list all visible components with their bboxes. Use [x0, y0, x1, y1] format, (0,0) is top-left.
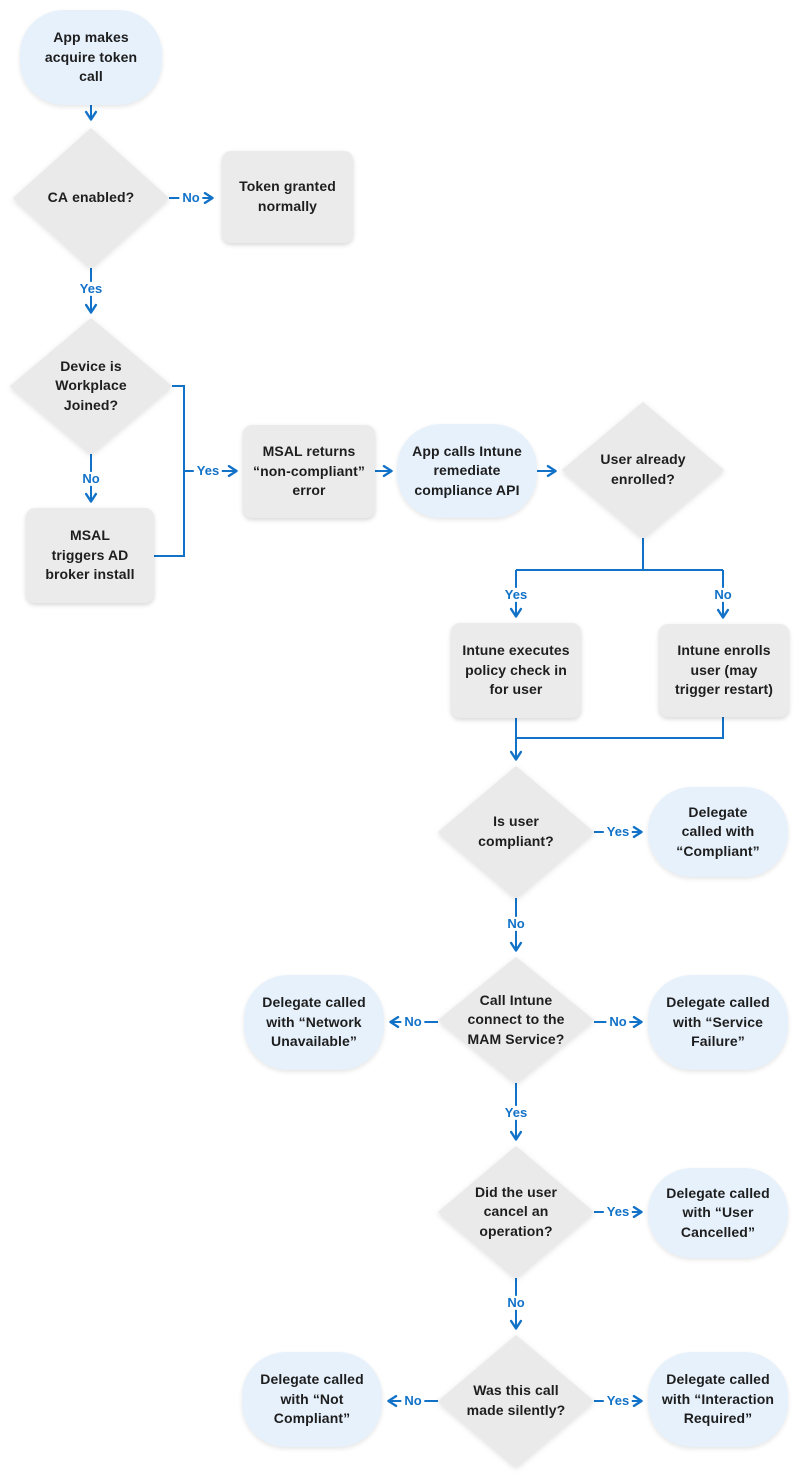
terminal-delegate-network-unavailable: Delegate called with “Network Unavailabl…: [244, 975, 384, 1070]
node-label: MSAL returns “non-compliant” error: [253, 443, 365, 499]
decision-user-enrolled: User already enrolled?: [562, 402, 724, 538]
edge-label-wpj-yes: Yes: [193, 463, 223, 479]
decision-mam-service: Call Intune connect to the MAM Service?: [438, 957, 594, 1083]
edge-label-cancel-no: No: [504, 1295, 528, 1311]
node-label: App makes acquire token call: [44, 29, 138, 85]
node-label: Intune executes policy check in for user: [462, 642, 570, 698]
edge-label-ca-no: No: [179, 190, 203, 206]
edge-label-mam-no-left: No: [401, 1014, 425, 1030]
process-token-granted: Token granted normally: [222, 151, 353, 243]
node-label: Token granted normally: [239, 178, 336, 214]
node-label: Intune enrolls user (may trigger restart…: [674, 642, 774, 698]
edge-label-enrolled-yes: Yes: [501, 587, 531, 603]
decision-user-cancel: Did the user cancel an operation?: [438, 1146, 594, 1278]
edge-label-silent-yes: Yes: [603, 1393, 633, 1409]
edge-enrolled-split: [516, 538, 723, 571]
edge-label-wpj-no: No: [79, 471, 103, 487]
node-label: User already enrolled?: [600, 451, 686, 487]
node-label: Delegate called with “Compliant”: [676, 803, 760, 859]
terminal-delegate-not-compliant: Delegate called with “Not Compliant”: [242, 1352, 382, 1447]
node-label: Delegate called with “User Cancelled”: [666, 1184, 770, 1240]
edge-label-compliant-no: No: [504, 916, 528, 932]
node-label: CA enabled?: [48, 188, 135, 208]
decision-call-silent: Was this call made silently?: [438, 1335, 594, 1467]
node-label: Delegate called with “Service Failure”: [666, 994, 770, 1050]
node-label: App calls Intune remediate compliance AP…: [412, 442, 522, 498]
edge-label-mam-no-right: No: [606, 1014, 630, 1030]
decision-ca-enabled: CA enabled?: [13, 128, 169, 268]
process-msal-error: MSAL returns “non-compliant” error: [243, 425, 375, 518]
node-label: Delegate called with “Network Unavailabl…: [262, 994, 366, 1050]
process-policy-checkin: Intune executes policy check in for user: [451, 623, 581, 718]
edge-label-mam-yes: Yes: [501, 1105, 531, 1121]
terminal-remediate-api: App calls Intune remediate compliance AP…: [397, 424, 537, 518]
terminal-delegate-interaction-required: Delegate called with “Interaction Requir…: [648, 1352, 788, 1447]
edge-label-ca-yes: Yes: [76, 281, 106, 297]
terminal-delegate-service-failure: Delegate called with “Service Failure”: [648, 975, 788, 1070]
node-label: Is user compliant?: [478, 813, 554, 849]
terminal-app-acquire-token: App makes acquire token call: [20, 10, 162, 105]
terminal-delegate-user-cancelled: Delegate called with “User Cancelled”: [648, 1168, 788, 1258]
decision-user-compliant: Is user compliant?: [438, 766, 594, 898]
node-label: MSAL triggers AD broker install: [45, 527, 135, 583]
edge-label-silent-no: No: [401, 1393, 425, 1409]
decision-workplace-joined: Device is Workplace Joined?: [10, 318, 172, 454]
ca-abbrev: CA: [47, 189, 69, 206]
node-label: Call Intune connect to the MAM Service?: [467, 991, 565, 1047]
edge-enroll-merge: [516, 717, 724, 739]
node-label: Delegate called with “Not Compliant”: [260, 1371, 364, 1427]
node-label: Was this call made silently?: [466, 1382, 566, 1418]
ca-rest: enabled?: [68, 189, 135, 206]
process-broker-install: MSAL triggers AD broker install: [26, 508, 154, 603]
node-label: Delegate called with “Interaction Requir…: [661, 1371, 775, 1427]
node-label: Device is Workplace Joined?: [55, 357, 127, 413]
terminal-delegate-compliant: Delegate called with “Compliant”: [648, 787, 788, 877]
edge-label-cancel-yes: Yes: [603, 1204, 633, 1220]
edge-label-enrolled-no: No: [711, 587, 735, 603]
node-label: Did the user cancel an operation?: [474, 1183, 558, 1239]
process-intune-enrolls: Intune enrolls user (may trigger restart…: [659, 624, 789, 717]
edge-label-compliant-yes: Yes: [603, 824, 633, 840]
